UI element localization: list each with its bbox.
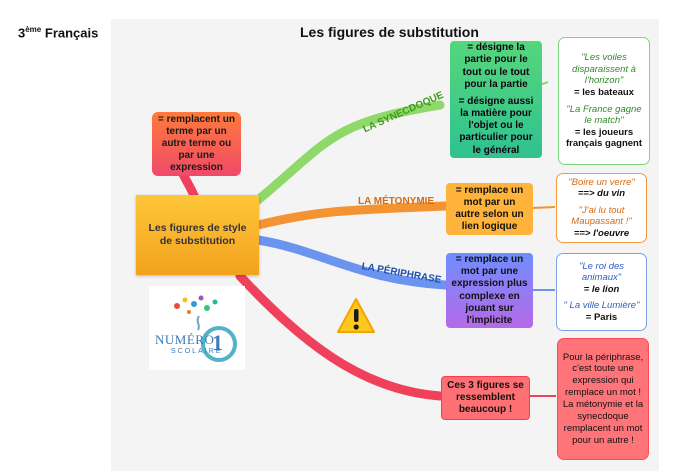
logo-graphic <box>174 295 237 362</box>
example-meaning: ==> du vin <box>577 188 626 200</box>
logo-subtitle: SCOLAIRE <box>171 348 223 355</box>
example-meaning: = les bateaux <box>574 86 634 98</box>
warning-icon <box>336 296 376 341</box>
example-meaning: = les joueurs français gagnent <box>565 126 643 150</box>
metonymie-definition[interactable]: = remplace un mot par un autre selon un … <box>446 183 533 235</box>
synecdoque-definition[interactable]: = désigne la partie pour le tout ou le t… <box>450 41 542 158</box>
example-quote: "J'ai lu tout Maupassant !" <box>571 204 632 228</box>
periphrase-examples[interactable]: "Le roi des animaux" = le lion " La vill… <box>556 253 647 331</box>
logo-brand: NUMÉRO <box>155 332 215 347</box>
example-meaning: = Paris <box>585 311 618 323</box>
numero1-logo: NUMÉRO 1 SCOLAIRE <box>149 286 245 370</box>
similarity-note[interactable]: Pour la périphrase, c'est toute une expr… <box>557 338 649 460</box>
link-synecdoque <box>253 100 445 205</box>
logo-number: 1 <box>212 330 223 355</box>
example-meaning: ==> l'oeuvre <box>573 227 630 239</box>
link-periphrase <box>253 235 450 290</box>
synecdoque-examples[interactable]: "Les voiles disparaissent à l'horizon" =… <box>558 37 650 165</box>
link-ressemblance <box>235 271 445 401</box>
example-quote: "Le roi des animaux" <box>578 261 625 284</box>
similarity-node[interactable]: Ces 3 figures se ressemblent beaucoup ! <box>441 376 530 420</box>
example-quote: "Boire un verre" <box>568 177 635 189</box>
page-title: Les figures de substitution <box>300 24 479 40</box>
example-quote: "Les voiles disparaissent à l'horizon" <box>572 52 636 87</box>
example-quote: "La France gagne le match" <box>566 104 642 127</box>
example-quote: " La ville Lumière" <box>563 300 640 312</box>
link-metonymie <box>253 201 450 230</box>
example-meaning: = le lion <box>583 283 620 295</box>
label-metonymie: LA MÉTONYMIE <box>358 196 435 207</box>
periphrase-definition[interactable]: = remplace un mot par une expression plu… <box>446 253 533 328</box>
definition-node[interactable]: = remplacent un terme par un autre terme… <box>152 112 241 176</box>
central-topic[interactable]: Les figures de style de substitution <box>136 195 259 275</box>
metonymie-examples[interactable]: "Boire un verre" ==> du vin "J'ai lu tou… <box>556 173 647 243</box>
class-level: 3ème Français <box>18 25 99 41</box>
